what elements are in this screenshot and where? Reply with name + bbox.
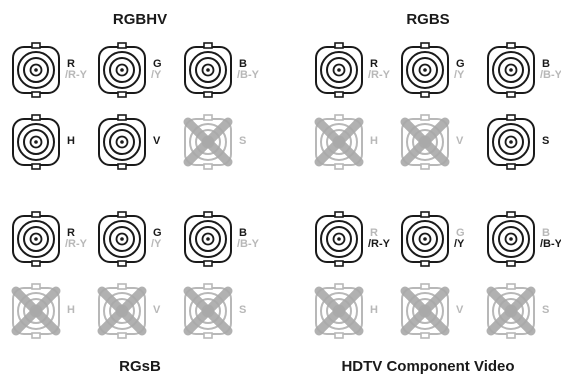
connector-label-main: S [239, 304, 247, 316]
connector-label-sub: /R-Y [65, 238, 87, 250]
connector-label-rgbs-h: H [370, 136, 378, 147]
connector-label-rgsb-g: G/Y [151, 227, 162, 250]
bnc-connector-icon [94, 211, 158, 267]
bnc-connector-icon [180, 211, 244, 267]
connector-label-rgbhv-b: B/B-Y [237, 58, 259, 81]
bnc-connector-icon [180, 42, 244, 98]
connector-label-main: H [370, 135, 378, 147]
connector-label-main: V [456, 135, 464, 147]
bnc-connector-icon [311, 42, 375, 98]
connector-label-main: R [370, 58, 378, 70]
connector-label-main: H [370, 304, 378, 316]
connector-label-rgbhv-g: G/Y [151, 58, 162, 81]
connector-label-main: H [67, 135, 75, 147]
connector-label-main: G [153, 227, 162, 239]
connector-label-rgsb-s: S [239, 305, 246, 316]
bnc-connector-icon [8, 283, 72, 339]
group-title-rgbhv: RGBHV [112, 11, 168, 28]
connector-label-rgbhv-s: S [239, 136, 246, 147]
connector-label-main: R [67, 227, 75, 239]
connector-label-hdtv-v: V [456, 305, 463, 316]
bnc-connector-icon [8, 211, 72, 267]
connector-label-main: G [153, 58, 162, 70]
bnc-connector-icon [483, 283, 547, 339]
connector-label-main: V [456, 304, 464, 316]
connector-label-rgbhv-r: R/R-Y [65, 58, 87, 81]
connector-label-sub: /R-Y [65, 69, 87, 81]
bnc-connector-icon [397, 42, 461, 98]
connector-label-main: B [542, 58, 550, 70]
connector-label-rgbs-v: V [456, 136, 463, 147]
connector-label-main: R [370, 227, 378, 239]
connector-label-rgsb-h: H [67, 305, 75, 316]
connector-label-rgsb-b: B/B-Y [237, 227, 259, 250]
connector-label-rgsb-v: V [153, 305, 160, 316]
connector-label-sub: /B-Y [540, 238, 561, 250]
bnc-connector-icon [397, 114, 461, 170]
connector-label-main: S [239, 135, 247, 147]
connector-label-hdtv-g: G/Y [454, 227, 465, 250]
bnc-connector-icon [311, 283, 375, 339]
connector-label-rgbs-r: R/R-Y [368, 58, 390, 81]
connector-label-main: G [456, 58, 465, 70]
connector-label-sub: /R-Y [368, 238, 390, 250]
connector-label-rgsb-r: R/R-Y [65, 227, 87, 250]
connector-label-main: S [542, 135, 550, 147]
bnc-connector-icon [397, 283, 461, 339]
bnc-connector-icon [180, 283, 244, 339]
bnc-connector-icon [94, 42, 158, 98]
group-title-rgsb: RGsB [119, 358, 161, 375]
group-title-rgbs: RGBS [406, 11, 450, 28]
connector-label-main: B [239, 58, 247, 70]
connector-label-main: V [153, 304, 161, 316]
connector-label-main: S [542, 304, 550, 316]
connector-label-main: G [456, 227, 465, 239]
bnc-connector-icon [94, 283, 158, 339]
connector-label-main: H [67, 304, 75, 316]
connector-label-hdtv-h: H [370, 305, 378, 316]
connector-label-sub: /B-Y [237, 69, 259, 81]
connector-label-sub: /Y [454, 69, 465, 81]
bnc-connector-icon [483, 42, 547, 98]
connector-label-sub: /B-Y [237, 238, 259, 250]
connector-label-rgbhv-v: V [153, 136, 160, 147]
bnc-connector-icon [483, 114, 547, 170]
connector-label-rgbs-s: S [542, 136, 549, 147]
bnc-connector-icon [8, 114, 72, 170]
connector-label-hdtv-s: S [542, 305, 549, 316]
connector-label-rgbs-b: B/B-Y [540, 58, 561, 81]
bnc-connector-icon [180, 114, 244, 170]
bnc-connector-icon [8, 42, 72, 98]
connector-label-rgbhv-h: H [67, 136, 75, 147]
bnc-connector-icon [397, 211, 461, 267]
bnc-connector-icon [94, 114, 158, 170]
connector-label-sub: /R-Y [368, 69, 390, 81]
connector-label-main: V [153, 135, 161, 147]
connector-label-rgbs-g: G/Y [454, 58, 465, 81]
connector-label-sub: /Y [151, 69, 162, 81]
connector-label-hdtv-b: B/B-Y [540, 227, 561, 250]
connector-label-main: R [67, 58, 75, 70]
bnc-connector-icon [311, 211, 375, 267]
connector-label-main: B [542, 227, 550, 239]
connector-label-sub: /Y [151, 238, 162, 250]
connector-label-hdtv-r: R/R-Y [368, 227, 390, 250]
connector-label-main: B [239, 227, 247, 239]
connector-label-sub: /B-Y [540, 69, 561, 81]
bnc-connector-icon [311, 114, 375, 170]
connector-label-sub: /Y [454, 238, 465, 250]
bnc-connector-icon [483, 211, 547, 267]
group-title-hdtv-component-video: HDTV Component Video [341, 358, 515, 375]
